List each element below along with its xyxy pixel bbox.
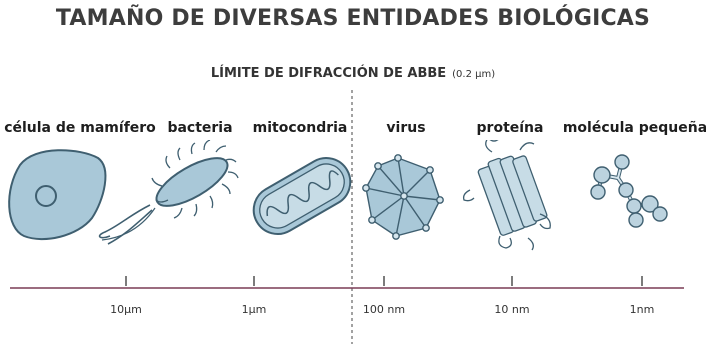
nucleus	[35, 185, 57, 207]
label-protein: proteína	[476, 120, 544, 136]
protein-illustration	[462, 140, 551, 251]
tick-label-100nm: 100 nm	[362, 303, 406, 316]
label-small-molecule: molécula pequeña	[562, 120, 706, 136]
abbe-label-text: LÍMITE DE DIFRACCIÓN DE ABBE	[210, 66, 447, 81]
tick-label-1nm: 1nm	[629, 303, 655, 316]
virus-illustration	[362, 154, 444, 240]
tick-label-10nm: 10 nm	[494, 303, 530, 316]
illustrations	[8, 140, 668, 251]
abbe-value: (0.2 µm)	[452, 69, 496, 80]
abbe-limit-label: LÍMITE DE DIFRACCIÓN DE ABBE (0.2 µm)	[0, 66, 706, 81]
label-mammal-cell: célula de mamífero	[4, 120, 156, 136]
diagram-title: TAMAÑO DE DIVERSAS ENTIDADES BIOLÓGICAS	[55, 6, 651, 31]
label-bacteria: bacteria	[167, 120, 233, 136]
label-mitochondria: mitocondria	[252, 120, 348, 136]
small-molecule-illustration	[590, 154, 668, 228]
mammal-cell-illustration	[8, 149, 107, 241]
label-virus: virus	[386, 120, 426, 136]
tick-label-10um: 10µm	[110, 303, 142, 316]
mitochondria-illustration	[252, 157, 352, 235]
tick-label-1um: 1µm	[241, 303, 267, 316]
bacteria-illustration	[98, 140, 239, 245]
